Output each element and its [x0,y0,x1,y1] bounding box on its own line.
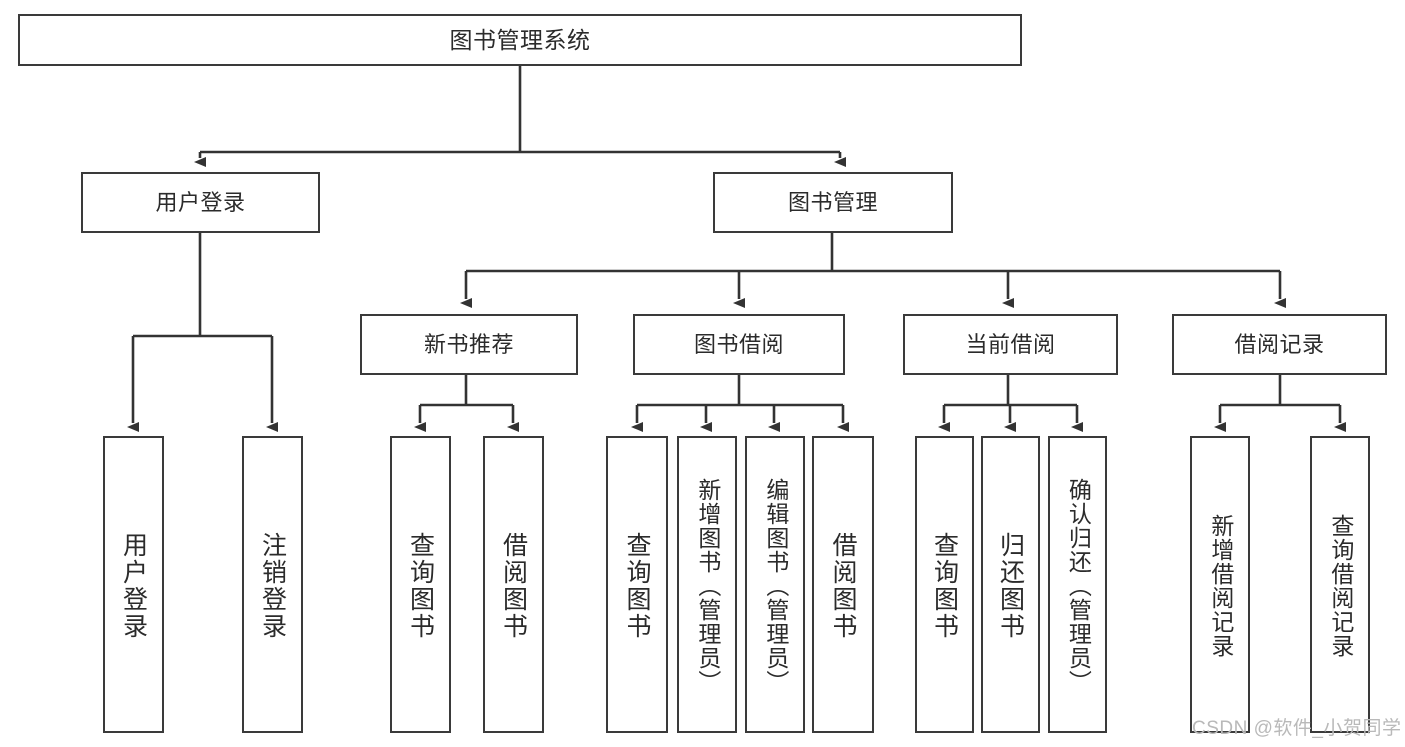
node-leaf-return-book[interactable]: 归还图书 [981,436,1040,733]
node-label: 用户登录 [155,189,246,215]
node-label: 图书管理系统 [449,26,591,53]
node-book-borrow[interactable]: 图书借阅 [633,314,845,375]
node-label: 确认归还（管理员） [1065,477,1092,694]
node-leaf-logout[interactable]: 注销登录 [242,436,303,733]
node-label: 新书推荐 [423,331,514,357]
node-leaf-borrow-book[interactable]: 借阅图书 [812,436,874,733]
node-new-book-recommend[interactable]: 新书推荐 [360,314,578,375]
node-label: 归还图书 [996,531,1025,640]
node-leaf-add-book-admin[interactable]: 新增图书（管理员） [677,436,737,733]
node-leaf-query-book-recommend[interactable]: 查询图书 [390,436,451,733]
node-label: 借阅图书 [829,531,857,640]
node-label: 查询图书 [930,531,959,640]
node-borrow-records[interactable]: 借阅记录 [1172,314,1387,375]
node-label: 查询图书 [623,531,651,640]
node-user-login[interactable]: 用户登录 [81,172,320,233]
node-label: 注销登录 [258,531,287,640]
node-label: 查询借阅记录 [1327,513,1354,658]
node-label: 当前借阅 [965,331,1056,357]
node-leaf-user-login[interactable]: 用户登录 [103,436,164,733]
node-label: 借阅记录 [1234,331,1325,357]
csdn-watermark: CSDN @软件_小贺同学 [1192,718,1402,739]
node-current-borrow[interactable]: 当前借阅 [903,314,1118,375]
node-leaf-borrow-book-recommend[interactable]: 借阅图书 [483,436,544,733]
node-label: 新增借阅记录 [1207,513,1234,658]
node-leaf-query-book-borrow[interactable]: 查询图书 [606,436,668,733]
node-label: 借阅图书 [499,531,528,640]
node-label: 编辑图书（管理员） [762,477,789,694]
node-root-system[interactable]: 图书管理系统 [18,14,1022,66]
node-leaf-edit-book-admin[interactable]: 编辑图书（管理员） [745,436,805,733]
node-leaf-add-borrow-record[interactable]: 新增借阅记录 [1190,436,1250,733]
node-label: 查询图书 [406,531,435,640]
node-book-management[interactable]: 图书管理 [713,172,953,233]
node-leaf-confirm-return-admin[interactable]: 确认归还（管理员） [1048,436,1107,733]
node-label: 用户登录 [119,531,148,640]
node-label: 图书管理 [787,189,878,215]
node-leaf-query-book-current[interactable]: 查询图书 [915,436,974,733]
node-leaf-query-borrow-record[interactable]: 查询借阅记录 [1310,436,1370,733]
node-label: 图书借阅 [693,331,784,357]
node-label: 新增图书（管理员） [694,477,721,694]
